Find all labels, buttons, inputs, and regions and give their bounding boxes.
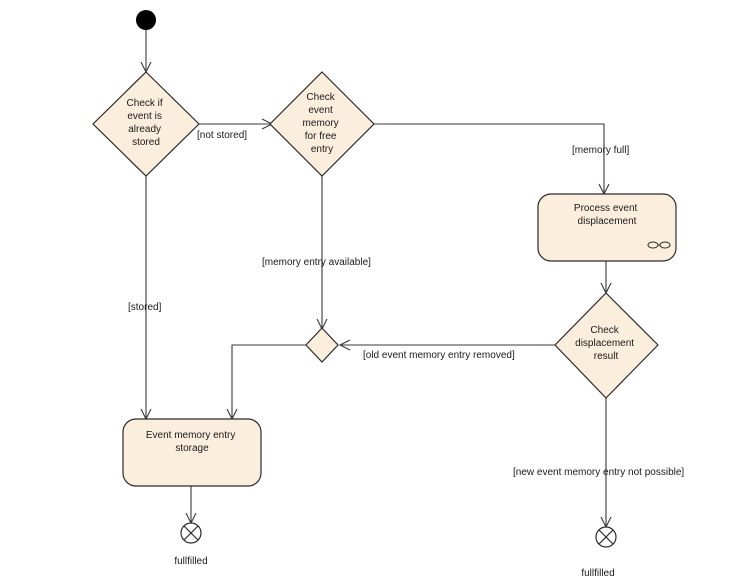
final-node-right: fullfilled	[581, 526, 617, 579]
edge-not-possible	[600, 398, 612, 529]
node-label: Check event memory for free entry	[303, 92, 342, 155]
edge-merge-to-storage	[226, 344, 306, 421]
guard-not-possible: [new event memory entry not possible]	[513, 467, 684, 478]
node-label: Event memory entry storage	[146, 430, 238, 454]
node-label: Check if event is already stored	[127, 98, 166, 148]
rake-icon	[647, 241, 671, 249]
guard-stored: [stored]	[128, 302, 162, 313]
edge-start-to-check-stored	[140, 30, 152, 74]
decision-check-free-entry: Check event memory for free entry	[269, 71, 375, 177]
action-process-displacement: Process event displacement	[537, 193, 677, 262]
guard-memory-entry-available: [memory entry available]	[262, 257, 371, 268]
initial-node	[136, 10, 156, 30]
merge-node	[305, 327, 339, 363]
node-label: Check displacement result	[575, 325, 637, 362]
decision-check-displacement-result: Check displacement result	[554, 292, 659, 399]
node-label: Process event displacement	[574, 203, 640, 227]
final-node-left: fullfilled	[174, 522, 208, 567]
guard-old-entry-removed: [old event memory entry removed]	[363, 350, 515, 361]
final-label: fullfilled	[174, 556, 207, 567]
edge-storage-to-final	[185, 486, 197, 525]
edge-memory-entry-available	[316, 176, 328, 331]
edge-stored	[140, 176, 152, 421]
edge-memory-full	[374, 123, 610, 196]
guard-memory-full: [memory full]	[572, 145, 629, 156]
edge-not-stored	[199, 118, 274, 130]
edge-old-entry-removed	[338, 339, 555, 351]
action-storage: Event memory entry storage	[122, 418, 262, 487]
final-label: fullfilled	[581, 568, 614, 579]
edge-process-to-check-result	[600, 261, 612, 295]
guard-not-stored: [not stored]	[197, 130, 247, 141]
decision-check-stored: Check if event is already stored	[92, 71, 200, 177]
